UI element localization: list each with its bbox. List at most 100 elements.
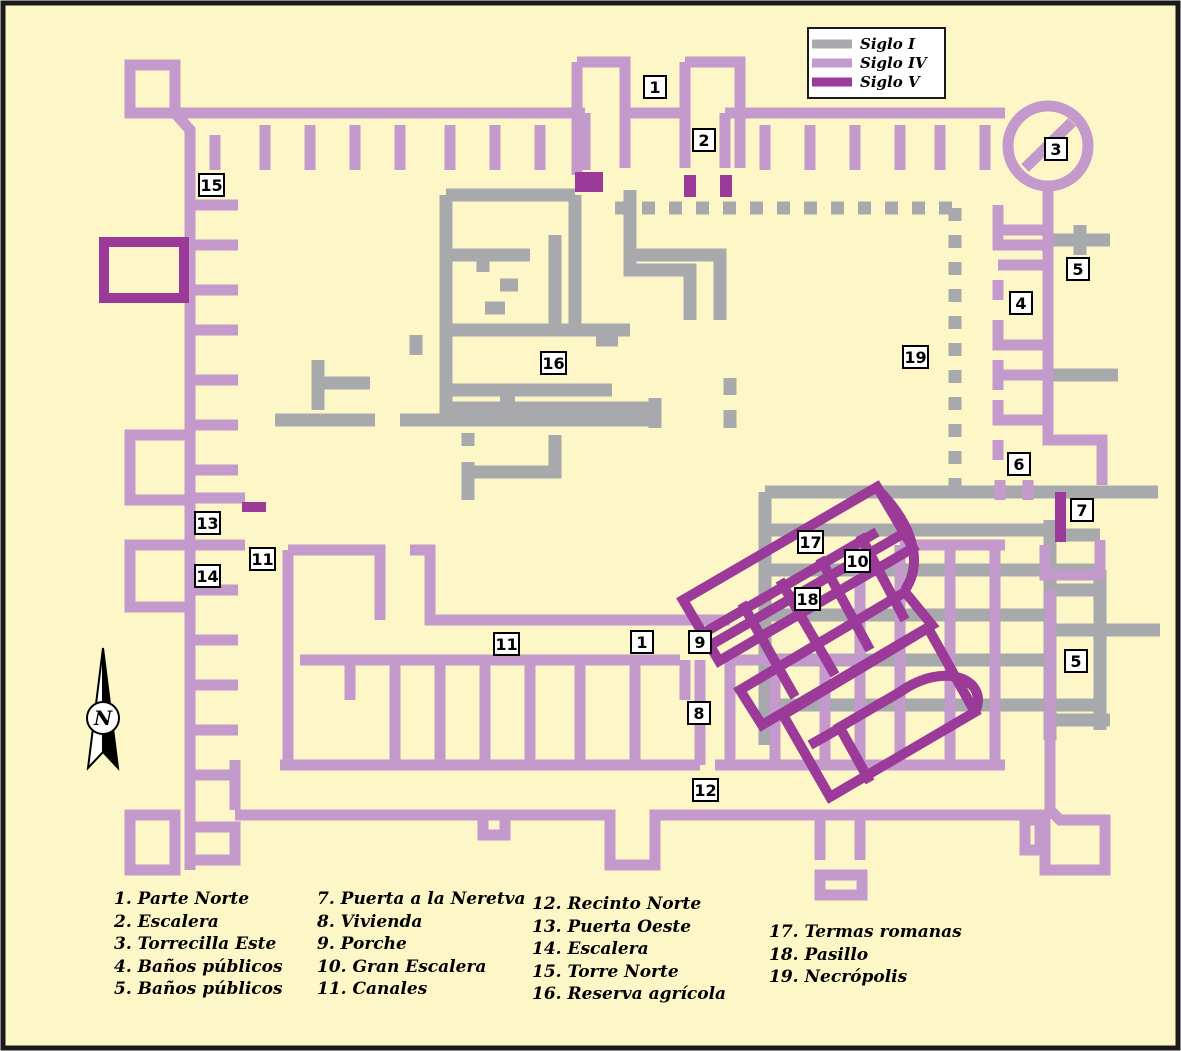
map-label-1: 1 xyxy=(643,75,667,99)
key-item: 9. Porche xyxy=(317,934,407,954)
map-label-9: 9 xyxy=(688,630,712,654)
map-label-box xyxy=(1070,498,1094,522)
key-item: 14. Escalera xyxy=(532,939,649,959)
siglo-iv-walls xyxy=(124,56,1111,901)
siglo-i-dashed-walls xyxy=(615,201,962,500)
map-label-1: 1 xyxy=(630,630,654,654)
map-label-box xyxy=(688,630,712,654)
north-arrow-letter: N xyxy=(93,706,113,730)
north-arrow: N xyxy=(86,647,120,771)
key-item: 5. Baños públicos xyxy=(114,979,283,999)
map-label-11: 11 xyxy=(249,547,276,571)
map-label-box xyxy=(1044,137,1068,161)
map-label-box xyxy=(844,549,871,573)
key-item: 13. Puerta Oeste xyxy=(532,916,692,937)
map-label-text: 9 xyxy=(694,633,705,652)
north-arrow-circle xyxy=(86,701,120,735)
map-label-3: 3 xyxy=(1044,137,1068,161)
map-label-box xyxy=(198,173,225,197)
map-label-12: 12 xyxy=(692,778,719,802)
map-label-text: 16 xyxy=(542,354,564,373)
legend-label-siglo-i: Siglo I xyxy=(860,35,916,53)
map-label-7: 7 xyxy=(1070,498,1094,522)
legend-label-siglo-iv: Siglo IV xyxy=(860,54,928,72)
key-item: 7. Puerta a la Neretva xyxy=(317,889,526,909)
map-label-6: 6 xyxy=(1007,452,1031,476)
legend-label-siglo-v: Siglo V xyxy=(860,73,921,91)
key-column-1: 1. Parte Norte 2. Escalera 3. Torrecilla… xyxy=(114,888,283,1001)
key-item: 2. Escalera xyxy=(114,911,219,932)
key-column-4: 17. Termas romanas 18. Pasillo 19. Necró… xyxy=(769,921,962,989)
key-item: 4. Baños públicos xyxy=(114,956,283,977)
map-label-box xyxy=(1066,257,1090,281)
map-label-text: 1 xyxy=(649,78,660,97)
map-label-text: 17 xyxy=(799,533,821,552)
map-label-text: 5 xyxy=(1070,652,1081,671)
key-item: 15. Torre Norte xyxy=(532,961,679,982)
legend: Siglo I Siglo IV Siglo V xyxy=(807,27,946,99)
key-item: 12. Recinto Norte xyxy=(532,894,702,914)
map-label-box xyxy=(540,351,567,375)
map-label-text: 7 xyxy=(1076,501,1087,520)
map-label-box xyxy=(794,587,821,611)
key-item: 18. Pasillo xyxy=(769,944,869,965)
key-item: 16. Reserva agrícola xyxy=(532,984,727,1004)
map-label-box xyxy=(1007,452,1031,476)
map-label-5: 5 xyxy=(1066,257,1090,281)
map-label-text: 5 xyxy=(1072,260,1083,279)
map-label-box xyxy=(194,511,221,535)
map-label-19: 19 xyxy=(902,345,929,369)
map-label-11: 11 xyxy=(493,632,520,656)
map-label-2: 2 xyxy=(692,128,716,152)
map-label-text: 6 xyxy=(1013,455,1024,474)
map-label-text: 3 xyxy=(1050,140,1061,159)
key-item: 11. Canales xyxy=(317,979,428,999)
map-label-17: 17 xyxy=(797,530,824,554)
map-label-text: 1 xyxy=(636,633,647,652)
map-label-box xyxy=(1064,649,1088,673)
map-label-text: 14 xyxy=(196,567,218,586)
key-item: 3. Torrecilla Este xyxy=(114,934,277,954)
map-label-box xyxy=(692,778,719,802)
key-list: 1. Parte Norte 2. Escalera 3. Torrecilla… xyxy=(114,888,1014,1018)
key-item: 10. Gran Escalera xyxy=(317,956,487,977)
map-label-14: 14 xyxy=(194,564,221,588)
map-label-box xyxy=(643,75,667,99)
map-label-text: 10 xyxy=(846,552,868,571)
map-label-text: 8 xyxy=(693,704,704,723)
key-column-3: 12. Recinto Norte 13. Puerta Oeste 14. E… xyxy=(532,893,726,1006)
map-label-4: 4 xyxy=(1009,291,1033,315)
map-label-16: 16 xyxy=(540,351,567,375)
map-label-text: 13 xyxy=(196,514,218,533)
siglo-v-walls xyxy=(99,172,1066,804)
map-label-text: 2 xyxy=(698,131,709,150)
map-label-8: 8 xyxy=(687,701,711,725)
map-label-box xyxy=(493,632,520,656)
map-label-text: 12 xyxy=(694,781,716,800)
map-label-box xyxy=(249,547,276,571)
map-label-5: 5 xyxy=(1064,649,1088,673)
map-label-text: 11 xyxy=(251,550,273,569)
map-label-box xyxy=(1009,291,1033,315)
map-label-text: 18 xyxy=(796,590,818,609)
map-label-box xyxy=(797,530,824,554)
map-label-text: 11 xyxy=(495,635,517,654)
map-label-10: 10 xyxy=(844,549,871,573)
key-item: 19. Necrópolis xyxy=(769,967,908,987)
key-item: 1. Parte Norte xyxy=(114,889,250,909)
map-label-box xyxy=(902,345,929,369)
map-label-box xyxy=(687,701,711,725)
map-label-text: 15 xyxy=(200,176,222,195)
map-label-box xyxy=(692,128,716,152)
key-column-2: 7. Puerta a la Neretva 8. Vivienda 9. Po… xyxy=(317,888,526,1001)
map-label-15: 15 xyxy=(198,173,225,197)
map-label-box xyxy=(630,630,654,654)
map-label-text: 4 xyxy=(1015,294,1026,313)
key-item: 17. Termas romanas xyxy=(769,922,962,942)
key-item: 8. Vivienda xyxy=(317,911,423,932)
map-label-text: 19 xyxy=(904,348,926,367)
map-label-18: 18 xyxy=(794,587,821,611)
